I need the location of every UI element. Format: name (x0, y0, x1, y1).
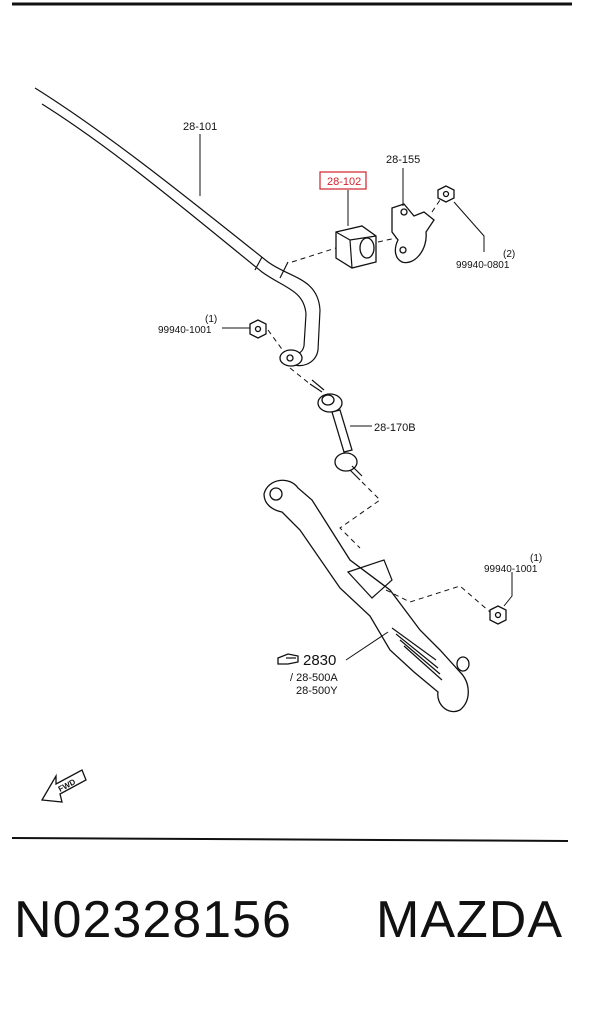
assembly-lines (267, 199, 491, 613)
brand-name: MAZDA (376, 891, 563, 949)
bar-nut (249, 319, 267, 339)
callout-bracket-nut-ref: (2) (503, 249, 515, 260)
callout-stabilizer-bar: 28-101 (183, 121, 217, 133)
callout-arm-nut-ref: (1) (530, 553, 542, 564)
stabilizer-link (309, 379, 363, 481)
part-number: N02328156 (14, 891, 292, 949)
callout-bushing: 28-102 (327, 176, 361, 188)
parts-diagram: 28-101 28-102 28-155 (2) 99940-0801 (1) … (11, 2, 572, 842)
pointing-hand-icon (277, 653, 299, 665)
footer: N02328156 MAZDA (12, 890, 592, 970)
bottom-divider (11, 837, 569, 842)
callout-bushing-highlight (319, 171, 367, 190)
callout-link: 28-170B (374, 422, 416, 434)
bushing (335, 225, 377, 269)
bracket-nut (437, 185, 455, 203)
callout-arm-alt-b: 28-500Y (296, 685, 338, 697)
bracket (391, 203, 435, 264)
callout-bar-nut-ref: (1) (205, 314, 217, 325)
lower-arm (263, 479, 470, 713)
callout-arm-alt-a: / 28-500A (290, 672, 338, 684)
stabilizer-bar (34, 87, 321, 367)
leader-lines (199, 134, 513, 661)
callout-bracket-nut: 99940-0801 (456, 260, 510, 271)
callout-bar-nut: 99940-1001 (158, 325, 212, 336)
callout-arm-ref: 2830 (303, 652, 336, 669)
fwd-arrow-icon: FWD (40, 769, 87, 803)
callout-arm-nut: 99940-1001 (484, 564, 538, 575)
arm-nut (489, 605, 507, 625)
callout-bracket: 28-155 (386, 154, 420, 166)
